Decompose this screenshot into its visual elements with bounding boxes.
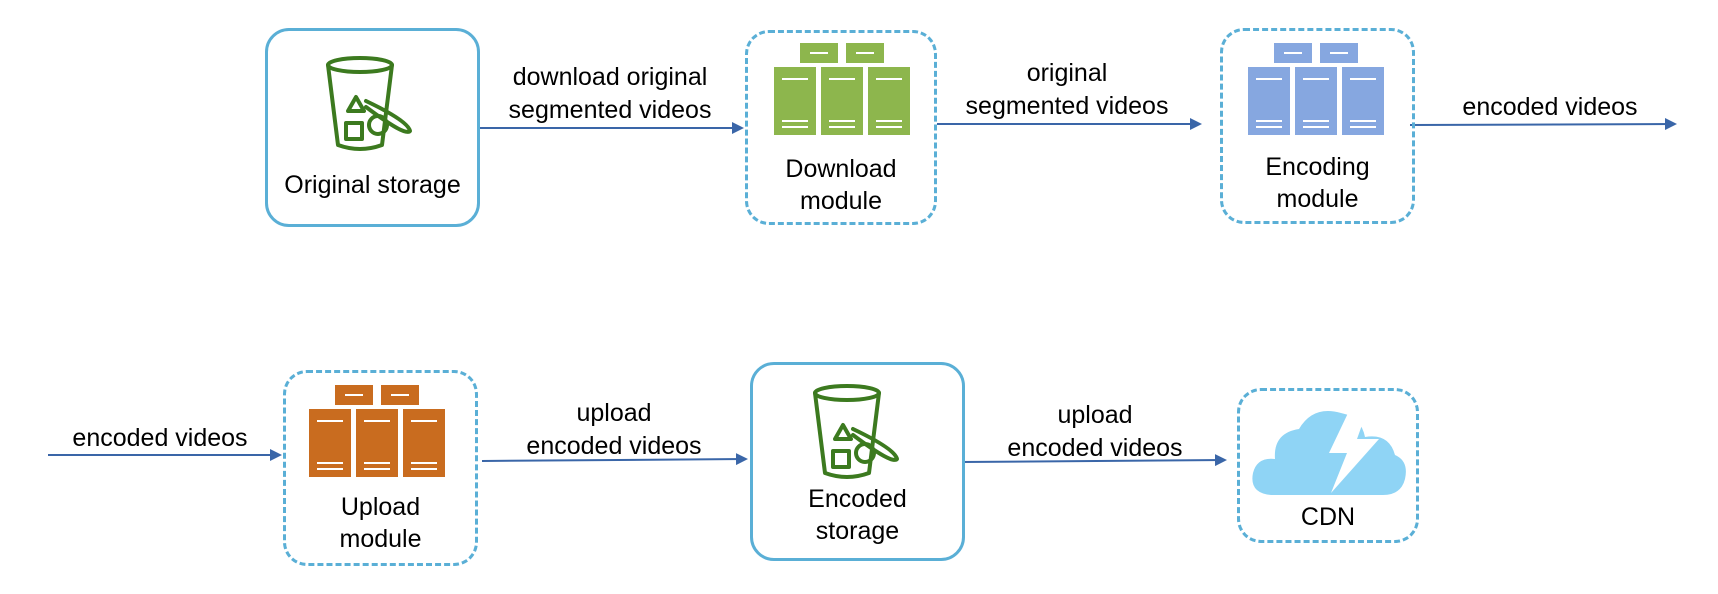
server-rack-icon [309, 385, 445, 477]
server-rack-icon [774, 43, 910, 135]
bucket-icon [813, 384, 899, 479]
node-upload-module[interactable]: Upload module [283, 370, 478, 566]
edge-label-original-segmented: original segmented videos [965, 59, 1169, 120]
edge-label-upload-encoded-2: upload encoded videos [1007, 401, 1183, 462]
node-download-module[interactable]: Download module [745, 30, 937, 225]
edge-label-upload-encoded-1: upload encoded videos [526, 399, 702, 460]
node-encoding-module[interactable]: Encoding module [1220, 28, 1415, 224]
node-label-encoding-module: Encoding module [1265, 153, 1370, 213]
node-label-encoded-storage: Encoded storage [808, 485, 907, 545]
edge-label-download-original: download original segmented videos [508, 63, 712, 124]
node-label-cdn: CDN [1300, 503, 1356, 531]
node-cdn[interactable]: CDN [1237, 388, 1419, 543]
node-encoded-storage[interactable]: Encoded storage [750, 362, 965, 561]
node-label-original-storage: Original storage [284, 171, 461, 199]
cloud-lightning-icon [1252, 411, 1406, 495]
edge-label-encoded-videos-out: encoded videos [1462, 93, 1638, 121]
node-label-upload-module: Upload module [339, 493, 422, 553]
edge-encoded-to-cdn [961, 454, 1227, 467]
edge-label-encoded-videos-in: encoded videos [72, 424, 248, 452]
edge-encoding-out [1409, 118, 1677, 131]
node-label-download-module: Download module [785, 155, 897, 215]
bucket-icon [326, 56, 412, 151]
server-rack-icon [1248, 43, 1384, 135]
edge-upload-to-encoded [481, 453, 748, 466]
node-original-storage[interactable]: Original storage [265, 28, 480, 227]
